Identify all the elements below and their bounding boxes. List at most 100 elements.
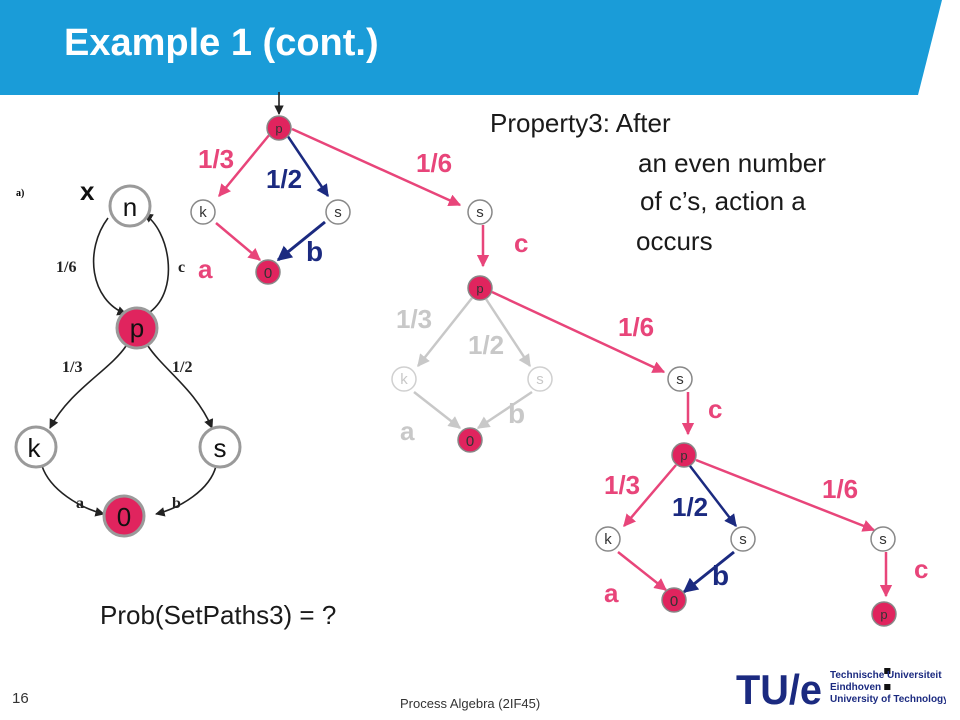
l3-node-k [595, 526, 621, 552]
l2-edge-p-s [484, 298, 532, 368]
left-graph: a) n p k s 0 x 1/6 c 1/3 1/2 a b [14, 176, 242, 538]
l3-edge-k-0 [617, 551, 667, 591]
property-line-2: an even number [638, 148, 826, 178]
l4-node-p-label: p [880, 607, 887, 622]
l1-label-a: a [198, 254, 213, 284]
tue-logo-line-3: University of Technology [830, 694, 946, 705]
l2-node-s [527, 366, 553, 392]
tree-level-2: k s s 0 p [391, 290, 697, 468]
question-text: Prob(SetPaths3) = ? [100, 600, 337, 630]
l2-edge-k-0 [413, 391, 461, 429]
l3-label-1-6: 1/6 [822, 474, 859, 504]
l1-node-p [266, 115, 292, 141]
l2-edge-p-s2 [491, 290, 666, 374]
l1-edge-p-s [285, 134, 330, 198]
l1-node-zero-label: 0 [264, 265, 272, 282]
edge-p-n [143, 213, 170, 313]
edge-label-b: b [172, 495, 181, 512]
property-line-1: Property3: After [490, 108, 671, 138]
l1-node-k-label: k [199, 204, 207, 221]
l2-label-1-3: 1/3 [396, 304, 433, 334]
node-n-label: n [123, 192, 137, 222]
node-s [198, 425, 242, 469]
node-zero [102, 494, 146, 538]
footer-text: Process Algebra (2IF45) [400, 696, 541, 711]
tue-logo: TU/e Technische Universiteit Eindhoven U… [736, 666, 946, 713]
l3-edge-s-0 [682, 550, 735, 594]
l2-edge-s-0 [476, 390, 533, 430]
tue-logo-line-2: Eindhoven [830, 682, 881, 693]
l3-label-1-2: 1/2 [672, 492, 709, 522]
l2-node-k-label: k [400, 371, 408, 388]
edge-label-a: a [76, 495, 84, 512]
l1-node-s2-label: s [476, 204, 484, 221]
l3-edge-p-k [623, 464, 677, 527]
l2-label-1-2: 1/2 [468, 330, 505, 360]
edge-p-s [147, 345, 214, 429]
l3-node-k-label: k [604, 531, 612, 548]
header-bar [0, 0, 942, 95]
l2-edge-p-k [417, 297, 473, 367]
l3-node-zero [661, 587, 687, 613]
l1-label-1-2: 1/2 [266, 164, 303, 194]
node-p-label: p [130, 313, 144, 343]
l1-label-1-6: 1/6 [416, 148, 453, 178]
l4-node-p [871, 601, 897, 627]
l3-node-s [730, 526, 756, 552]
continuation-dots: : [880, 651, 895, 700]
slide-title: Example 1 (cont.) [64, 22, 379, 64]
l1-node-k [190, 199, 216, 225]
l1-edge-p-s2 [291, 127, 462, 207]
l2-label-1-6: 1/6 [618, 312, 655, 342]
l2-label-b: b [508, 398, 526, 429]
edge-label-1-2: 1/2 [172, 359, 192, 376]
edge-label-c: c [178, 259, 185, 276]
l2-node-zero-label: 0 [466, 433, 474, 450]
edge-n-p [92, 217, 127, 316]
l2-label-c: c [708, 394, 723, 424]
l3-edge-p-s [689, 465, 737, 527]
property-line-3: of c’s, action a [640, 186, 806, 216]
l2-node-s-label: s [536, 371, 544, 388]
tree-level-3: k s s 0 p [595, 458, 897, 627]
node-zero-label: 0 [117, 502, 131, 532]
l1-node-s-label: s [334, 204, 342, 221]
l1-label-1-3: 1/3 [198, 144, 235, 174]
page-number: 16 [12, 690, 29, 707]
tree-level-1: p k s s 0 p [190, 92, 493, 301]
l3-edge-p-s2 [695, 458, 876, 532]
tue-logo-mark: TU/e [736, 666, 822, 713]
edge-label-1-6: 1/6 [56, 259, 76, 276]
node-n [108, 184, 152, 228]
l3-label-1-3: 1/3 [604, 470, 641, 500]
edge-k-0 [41, 465, 105, 517]
l1-label-c: c [514, 228, 529, 258]
l2-node-s2 [667, 366, 693, 392]
l1-label-b: b [306, 236, 324, 267]
property-line-4: occurs [636, 226, 713, 256]
l3-node-s2 [870, 526, 896, 552]
l3-node-s-label: s [739, 531, 747, 548]
l3-node-s2-label: s [879, 531, 887, 548]
l2-node-p [467, 275, 493, 301]
l1-node-zero [255, 259, 281, 285]
node-s-label: s [214, 433, 227, 463]
tue-logo-line-1: Technische Universiteit [830, 670, 942, 681]
l3-node-p-label: p [680, 448, 687, 463]
l2-node-k [391, 366, 417, 392]
l3-label-b: b [712, 560, 730, 591]
l2-label-a: a [400, 416, 415, 446]
l3-label-c: c [914, 554, 929, 584]
node-p [115, 306, 159, 350]
l1-node-p-label: p [275, 121, 282, 136]
panel-label: a) [16, 188, 24, 199]
l2-node-p-label: p [476, 281, 483, 296]
l3-node-zero-label: 0 [670, 593, 678, 610]
l1-node-s2 [467, 199, 493, 225]
l3-label-a: a [604, 578, 619, 608]
l1-node-s [325, 199, 351, 225]
l2-node-s2-label: s [676, 371, 684, 388]
node-k-label: k [28, 433, 42, 463]
l1-edge-k-0 [215, 222, 261, 261]
